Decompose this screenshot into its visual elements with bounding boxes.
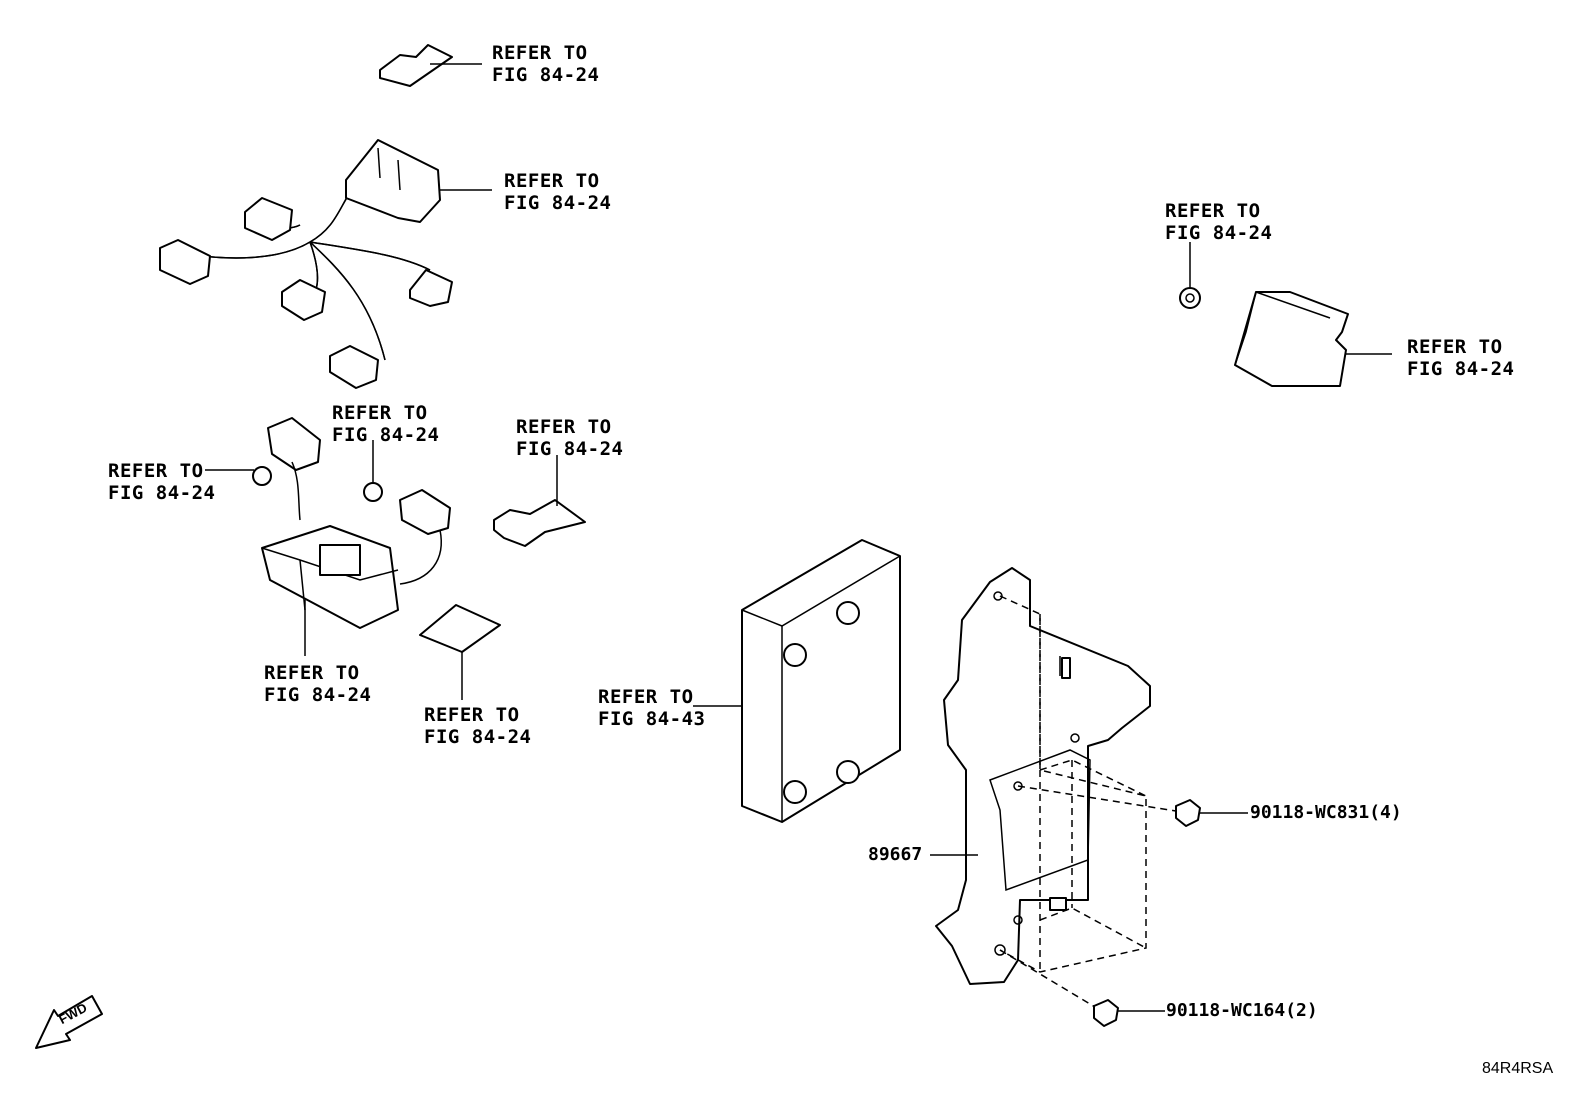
bracket-89667-part: [930, 567, 1183, 1011]
bolt-lower-part: [1093, 999, 1165, 1027]
pad-part: [419, 604, 501, 700]
module-assembly-part: [261, 417, 451, 656]
left-clip-part: [205, 466, 272, 486]
diagram-code: 84R4RSA: [1482, 1060, 1554, 1077]
small-bracket-part: [493, 455, 586, 547]
bolt-lower-part-number: 90118-WC164(2): [1166, 1000, 1318, 1021]
right-clip-part: [1179, 242, 1201, 309]
bolt-upper-part-number: 90118-WC831(4): [1250, 802, 1402, 823]
right-box-part: [1234, 291, 1392, 387]
fwd-arrow-icon: [35, 995, 103, 1049]
bolt-upper-part: [1175, 799, 1248, 827]
top-sheet-part: [379, 44, 482, 87]
wire-harness-part: [159, 139, 492, 389]
bracket-part-number: 89667: [868, 844, 923, 865]
ecu-block-part: [693, 539, 901, 823]
middle-clip-part: [363, 440, 383, 502]
